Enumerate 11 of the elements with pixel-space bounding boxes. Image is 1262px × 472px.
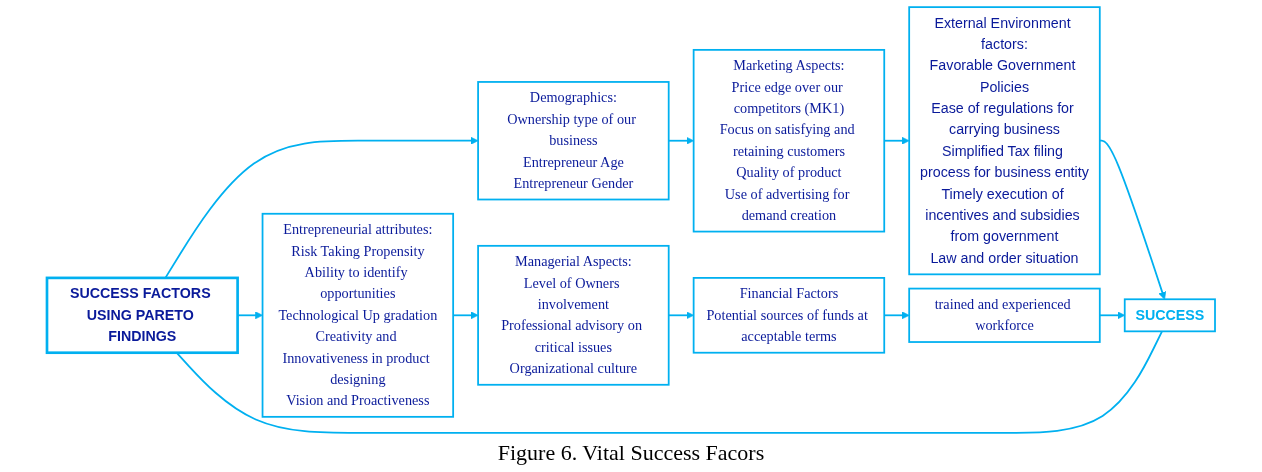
connector xyxy=(175,330,1163,434)
node-box: External Environment factors: Favorable Government Policies Ease of regulations for carrying business Simplified Tax filing process for business entity Timely execution of incentives and subsidies from government Law and order situation xyxy=(908,6,1101,276)
node-box: Marketing Aspects: Price edge over our competitors (MK1) Focus on satisfying and retaining customers Quality of product Use of advertising for demand creation xyxy=(692,49,886,233)
node-box: Financial Factors Potential sources of funds at acceptable terms xyxy=(692,277,886,354)
figure-caption: Figure 6. Vital Success Facors xyxy=(497,440,765,466)
node-box: trained and experienced workforce xyxy=(908,287,1101,343)
node-box: SUCCESS FACTORS USING PARETO FINDINGS xyxy=(45,276,239,355)
node-box: SUCCESS xyxy=(1123,298,1216,333)
node-box: Entrepreneurial attributes: Risk Taking Propensity Ability to identify opportunities Technological Up gradation Creativity and Innovativeness in product designing Vision and Proactiveness xyxy=(261,212,455,418)
node-box: Demographics: Ownership type of our business Entrepreneur Age Entrepreneur Gender xyxy=(477,81,670,201)
node-box: Managerial Aspects: Level of Owners involvement Professional advisory on critical issues Organizational culture xyxy=(477,244,670,386)
